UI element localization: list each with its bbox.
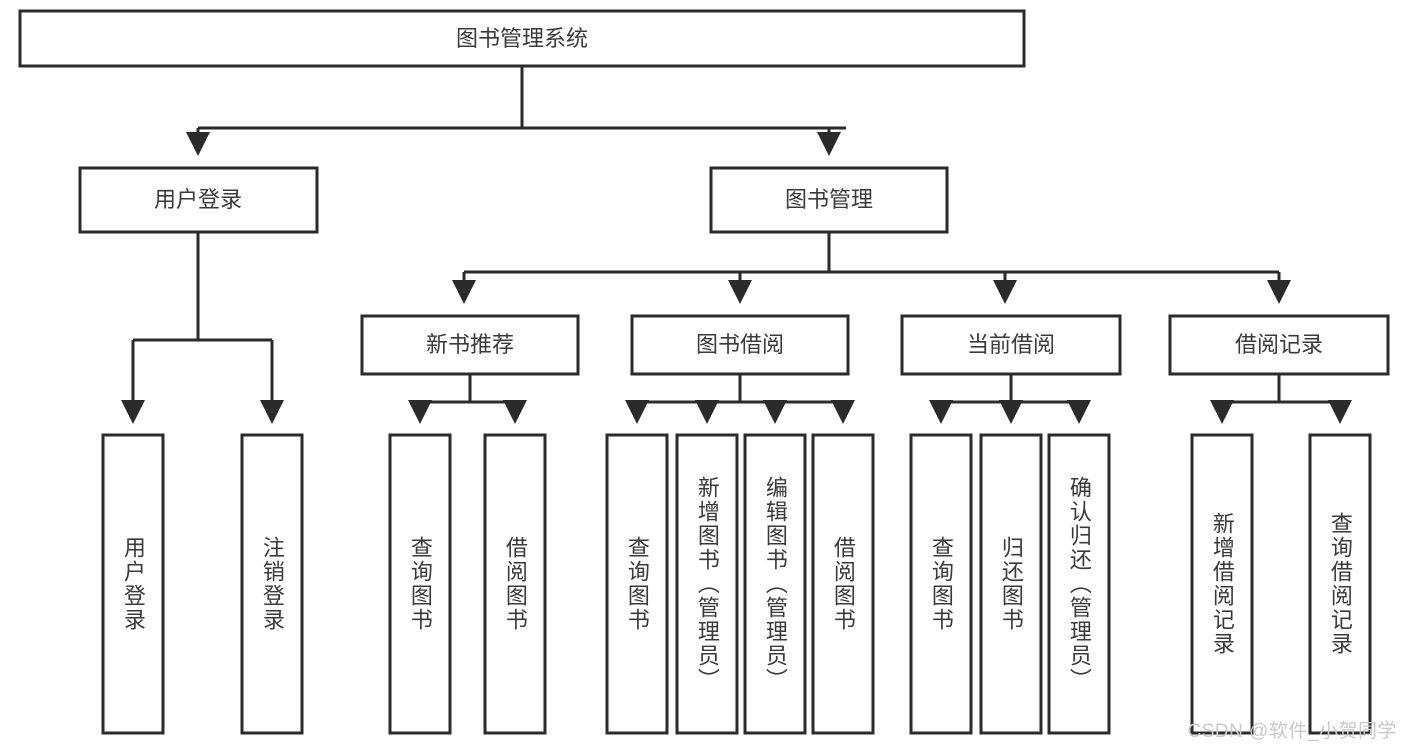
leaf-box-book-borrow-2[interactable] [675,433,739,735]
node-current-borrow-box[interactable] [900,314,1122,376]
node-book-management[interactable]: 图书管理 [709,166,949,234]
node-borrow-record[interactable]: 借阅记录 [1168,314,1390,376]
connector-currentborrow-to-leaves [929,374,1091,424]
node-user-login-box[interactable] [78,166,319,234]
leaf-box-new-book-2[interactable] [483,433,547,735]
connector-borrowrecord-to-leaves [1210,374,1352,424]
leaf-box-book-borrow-3[interactable] [743,433,807,735]
leaf-box-new-book-1[interactable] [388,433,452,735]
node-borrow-record-label: 借阅记录 [1235,332,1323,357]
connector-bookborrow-to-leaves [625,374,855,424]
node-book-borrow-box[interactable] [630,314,850,376]
leaf-box-user-login-1[interactable] [101,433,165,735]
leaf-box-book-borrow-4[interactable] [811,433,875,735]
node-book-borrow[interactable]: 图书借阅 [630,314,850,376]
node-current-borrow[interactable]: 当前借阅 [900,314,1122,376]
leaf-box-current-borrow-1[interactable] [909,433,973,735]
node-new-book-recommend-label: 新书推荐 [426,332,514,357]
leaf-box-current-borrow-2[interactable] [979,433,1043,735]
connector-userlogin-to-leaves [121,232,284,424]
node-new-book-recommend-box[interactable] [360,314,580,376]
leaf-box-book-borrow-1[interactable] [605,433,669,735]
node-book-management-label: 图书管理 [785,187,873,212]
node-user-login-label: 用户登录 [154,187,242,212]
connector-newbook-to-leaves [408,374,527,424]
leaf-box-borrow-record-1[interactable] [1190,433,1254,735]
node-borrow-record-box[interactable] [1168,314,1390,376]
node-new-book-recommend[interactable]: 新书推荐 [360,314,580,376]
connector-root-to-level2 [186,66,846,156]
node-current-borrow-label: 当前借阅 [967,332,1055,357]
connector-bookmgmt-to-level3 [452,232,1291,304]
node-root-box[interactable] [18,9,1026,68]
node-book-borrow-label: 图书借阅 [696,332,784,357]
node-book-management-box[interactable] [709,166,949,234]
leaf-box-user-login-2[interactable] [240,433,304,735]
node-root-book-management-system[interactable]: 图书管理系统 [18,9,1026,68]
node-user-login[interactable]: 用户登录 [78,166,319,234]
node-root-label: 图书管理系统 [456,26,588,51]
leaf-box-current-borrow-3[interactable] [1047,433,1111,735]
leaf-box-borrow-record-2[interactable] [1308,433,1372,735]
